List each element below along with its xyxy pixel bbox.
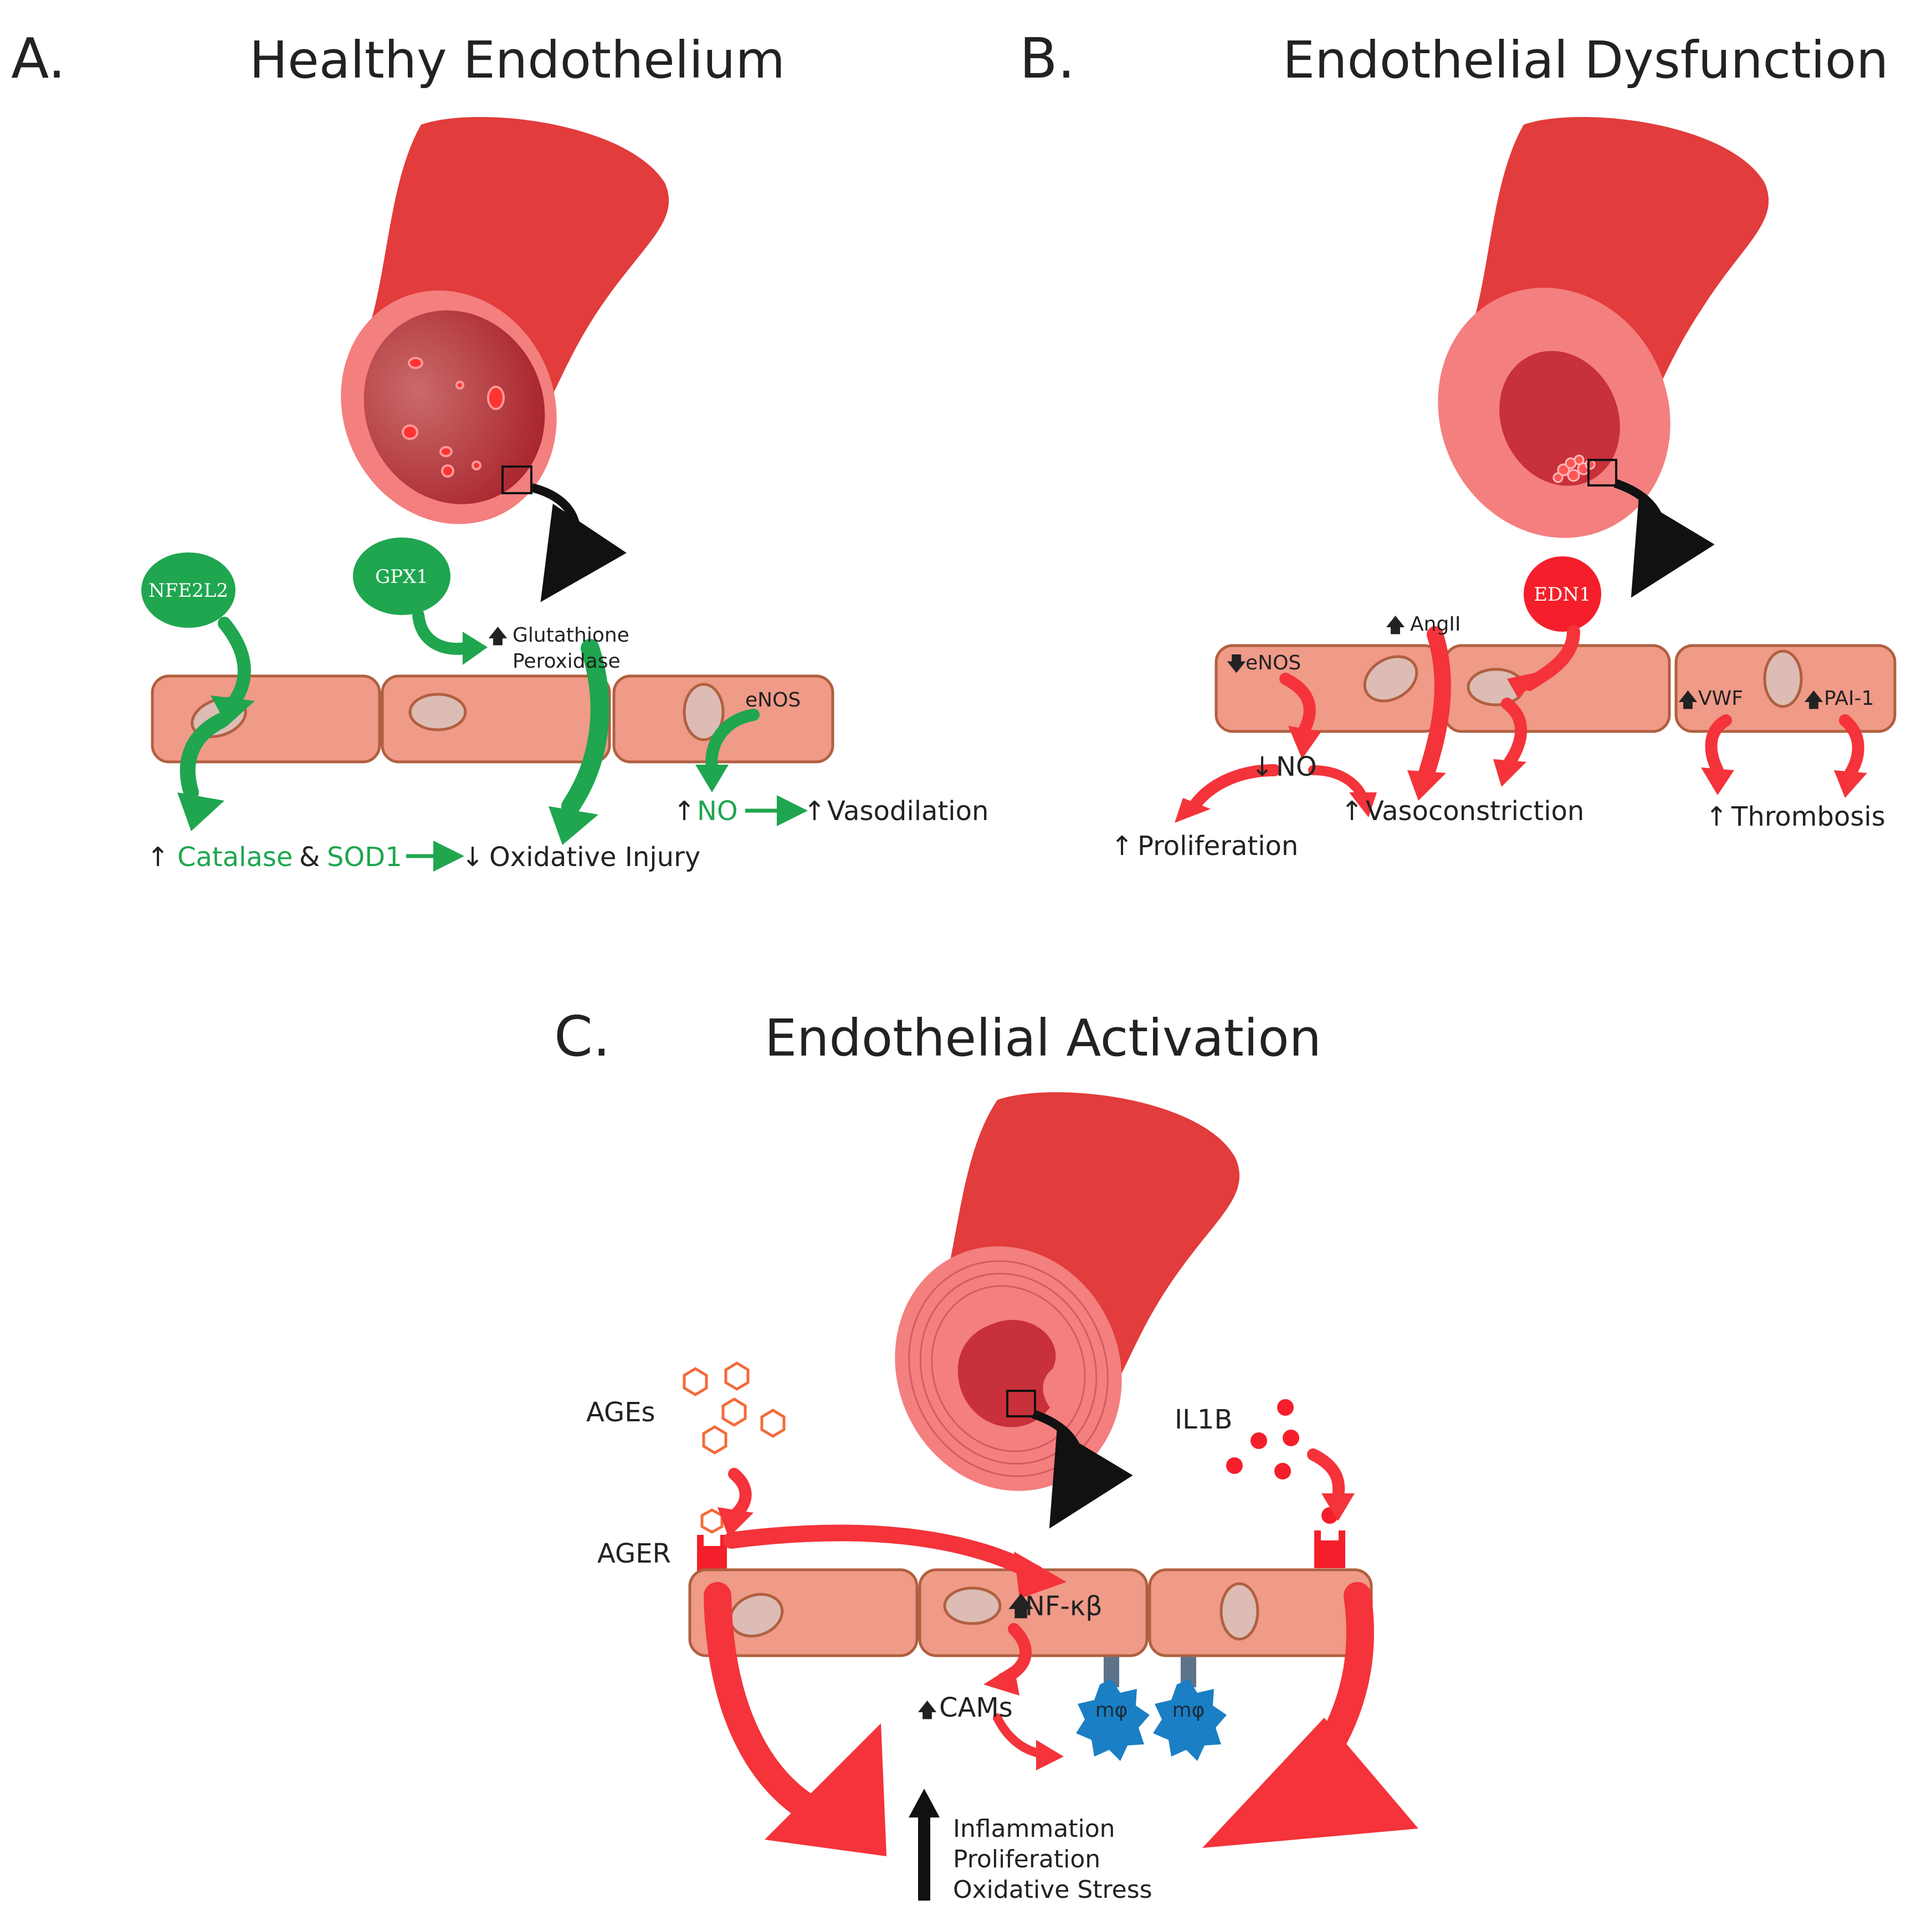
down-arrow-injury: ↓ — [462, 842, 484, 873]
outcome-inflammation: Inflammation — [953, 1815, 1115, 1843]
panel-a-title: Healthy Endothelium — [249, 30, 785, 90]
platelet-cluster — [1552, 454, 1596, 483]
red-arrows-b — [1188, 625, 1864, 812]
panel-a-letter: A. — [11, 26, 65, 91]
panel-a: A. Healthy Endothelium — [11, 26, 988, 873]
ages-label: AGEs — [586, 1397, 655, 1428]
nfkb-label: NF-κβ — [1025, 1591, 1103, 1622]
thrombosis-label: Thrombosis — [1731, 801, 1885, 832]
zoom-box-c — [1006, 1390, 1036, 1417]
zoom-arrow-c — [1032, 1410, 1133, 1529]
panel-c: C. Endothelial Activation AGEs AGER — [554, 1004, 1418, 1904]
panel-b-title: Endothelial Dysfunction — [1283, 30, 1888, 90]
cells-b — [1214, 644, 1897, 733]
enos-label-a: eNOS — [745, 689, 801, 711]
pai1-label: PAI-1 — [1824, 687, 1874, 710]
il1b-label: IL1B — [1175, 1404, 1232, 1435]
up-arrow-angii: 🡅 — [1385, 614, 1406, 637]
up-arrow-vwf: 🡅 — [1678, 689, 1698, 711]
oxidative-injury-label: Oxidative Injury — [489, 842, 700, 873]
green-arrowheads-a — [177, 632, 729, 845]
no-label-b: NO — [1276, 751, 1317, 782]
cells-c — [688, 1568, 1373, 1657]
no-label-a: NO — [697, 796, 738, 827]
vasoconstriction-label: Vasoconstriction — [1366, 796, 1584, 827]
red-arrowheads-b — [1175, 670, 1867, 823]
up-arrow-thrombosis: ↑ — [1705, 801, 1728, 832]
edn1-label: EDN1 — [1534, 583, 1591, 606]
zoom-box-b — [1587, 459, 1617, 487]
outcome-oxidative-stress: Oxidative Stress — [953, 1876, 1152, 1904]
red-arrowheads-c — [718, 1493, 1418, 1856]
ager-label: AGER — [597, 1538, 671, 1569]
ages-hexagons — [683, 1361, 786, 1534]
up-arrow-cams: 🡅 — [917, 1699, 937, 1722]
up-arrow-vasoconstriction: ↑ — [1341, 796, 1363, 827]
zoom-box-a — [501, 465, 532, 494]
macrophage-1-label: mφ — [1095, 1699, 1128, 1722]
up-arrow-glyph: 🡅 — [488, 625, 508, 648]
up-arrow-nfkb: 🡅 — [1007, 1591, 1034, 1622]
vasodilation-label: Vasodilation — [827, 796, 988, 827]
macrophages: mφ mφ — [1076, 1657, 1227, 1761]
up-arrow-vasodilation: ↑ — [803, 796, 826, 827]
enos-label-b: eNOS — [1246, 652, 1301, 674]
up-arrow-no: ↑ — [673, 796, 695, 827]
cells-a — [151, 674, 834, 764]
down-arrow-enos: 🡇 — [1226, 653, 1247, 675]
panel-c-title: Endothelial Activation — [765, 1008, 1321, 1068]
proliferation-label-b: Proliferation — [1137, 831, 1298, 862]
green-arrows-a — [180, 609, 760, 816]
red-blood-cells — [402, 357, 505, 478]
amp-label: & — [299, 842, 320, 873]
macrophage-2-label: mφ — [1172, 1699, 1205, 1722]
nfe2l2-label: NFE2L2 — [148, 580, 228, 602]
glutathione-line1: Glutathione — [513, 624, 629, 647]
gpx1-node: GPX1 — [353, 537, 450, 615]
panel-b: B. Endothelial Dysfunction E — [1019, 26, 1897, 862]
angii-label: AngII — [1410, 613, 1461, 636]
cams-label: CAMs — [939, 1692, 1013, 1723]
receptors — [697, 1530, 1345, 1571]
glutathione-line2: Peroxidase — [513, 650, 621, 673]
up-arrow-catalase: ↑ — [147, 842, 169, 873]
vwf-label: VWF — [1698, 687, 1743, 710]
outcome-arrow — [909, 1789, 940, 1901]
vessel-a — [341, 117, 669, 602]
sod1-label: SOD1 — [327, 842, 402, 873]
zoom-arrow-a — [530, 483, 627, 602]
panel-c-letter: C. — [554, 1004, 611, 1069]
up-arrow-pai1: 🡅 — [1803, 689, 1824, 711]
outcome-proliferation: Proliferation — [953, 1845, 1100, 1873]
edn1-node: EDN1 — [1524, 556, 1601, 632]
vessel-b — [1438, 117, 1769, 598]
zoom-arrow-b — [1613, 479, 1715, 598]
panel-b-letter: B. — [1019, 26, 1075, 91]
vessel-c — [895, 1092, 1240, 1529]
gpx1-label: GPX1 — [375, 566, 428, 588]
catalase-label: Catalase — [177, 842, 293, 873]
up-arrow-proliferation: ↑ — [1111, 831, 1133, 862]
down-arrow-no: ↓ — [1251, 751, 1273, 782]
nfe2l2-node: NFE2L2 — [141, 552, 235, 628]
